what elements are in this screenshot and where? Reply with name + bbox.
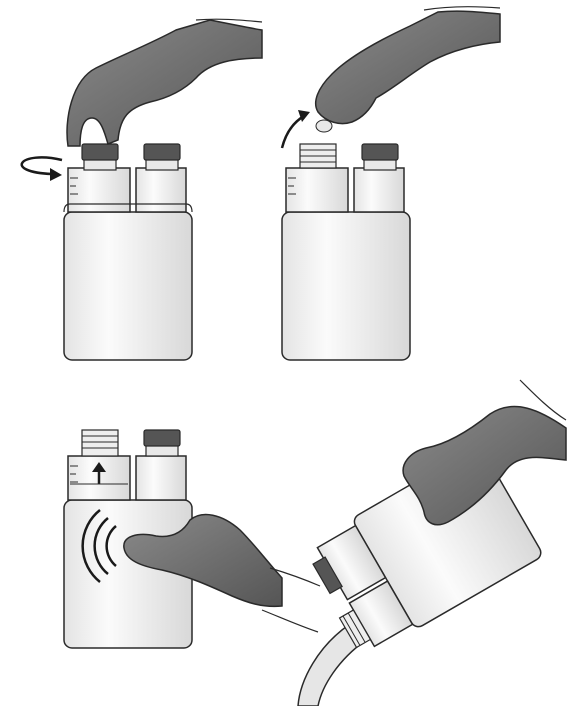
lifted-cap — [316, 120, 332, 132]
lift-arrow-icon — [282, 116, 304, 148]
gloved-hand-2 — [316, 7, 500, 132]
panel-4-pour — [298, 380, 566, 706]
panel-3-squeeze — [64, 430, 320, 648]
cap-right-2 — [362, 144, 398, 160]
panel-1-twist-cap — [22, 19, 262, 360]
threaded-neck-2 — [300, 144, 336, 168]
threaded-neck-3 — [82, 430, 118, 456]
cap-right-3 — [144, 430, 180, 446]
panel-2-lift-cap — [282, 7, 500, 360]
bottle-1 — [64, 144, 192, 360]
gloved-hand-1 — [67, 19, 262, 146]
cap-right-1 — [144, 144, 180, 160]
bottle-2 — [282, 144, 410, 360]
cap-left-1 — [82, 144, 118, 160]
